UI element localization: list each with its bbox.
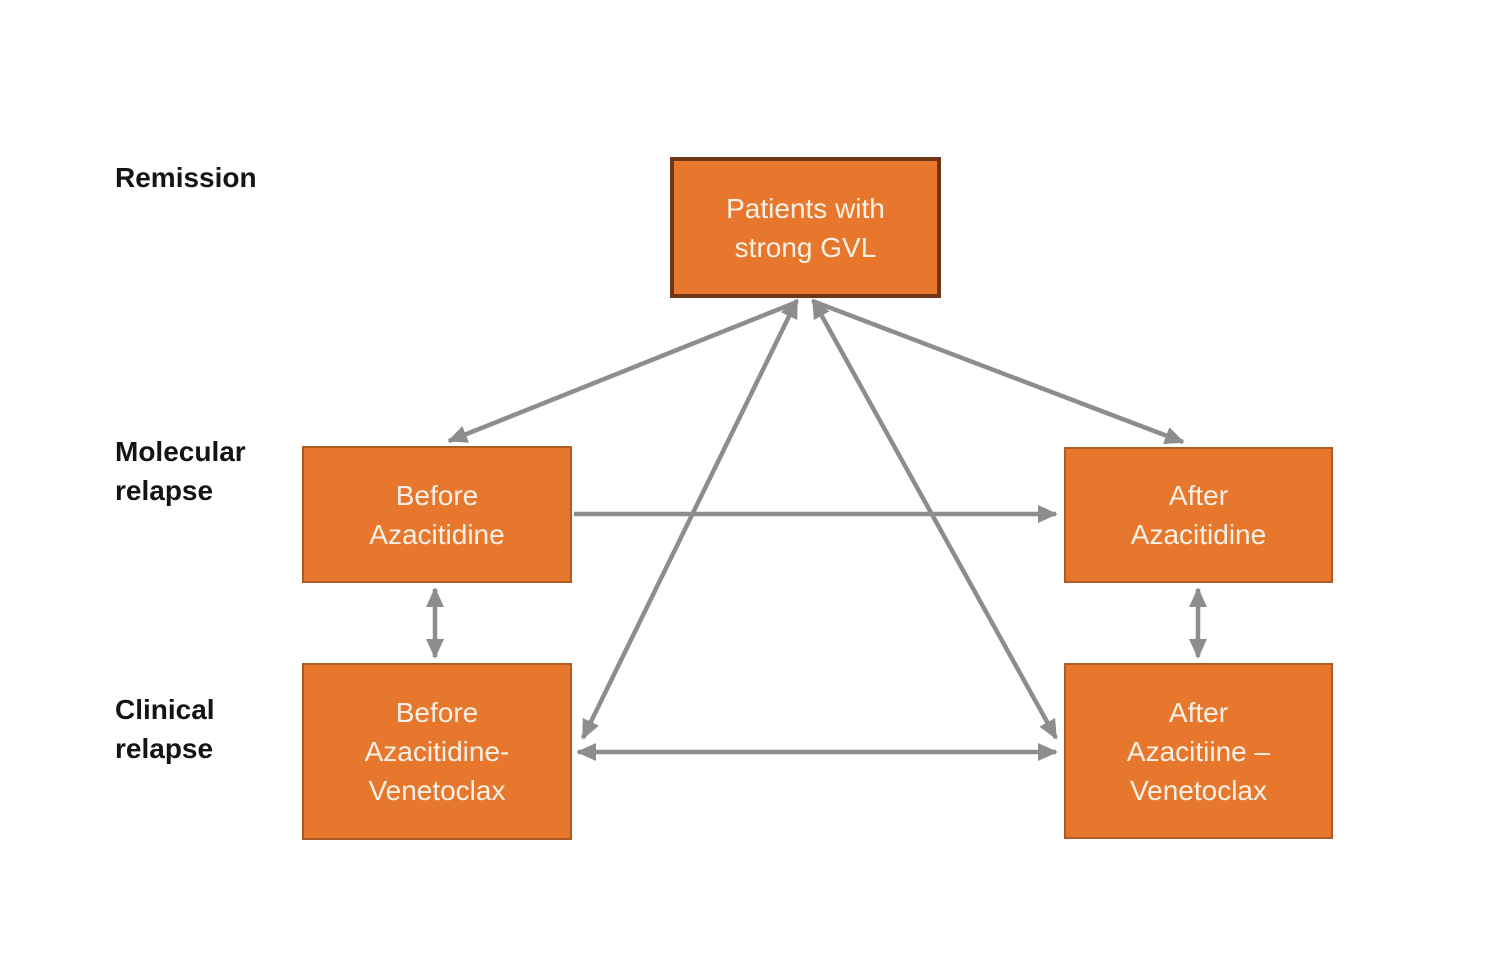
edge-gvl-after-aza-ven	[811, 298, 1058, 740]
edge-gvl-to-before-aza	[447, 299, 798, 444]
edge-gvl-before-aza-ven	[580, 298, 800, 740]
node-after-azacitidine: After Azacitidine	[1064, 447, 1333, 583]
node-before-azacitidine: Before Azacitidine	[302, 446, 572, 583]
node-after-azacitiine-venetoclax: After Azacitiine – Venetoclax	[1064, 663, 1333, 839]
edge-gvl-to-after-aza	[814, 299, 1185, 445]
node-label: Patients with strong GVL	[726, 192, 885, 263]
row-label-remission: Remission	[115, 162, 257, 193]
row-label-molecular-relapse: Molecular relapse	[115, 436, 246, 506]
node-label: Before Azacitidine	[369, 479, 505, 550]
node-before-azacitidine-venetoclax: Before Azacitidine- Venetoclax	[302, 663, 572, 840]
node-label: After Azacitidine	[1130, 480, 1267, 550]
row-label-clinical-relapse: Clinical relapse	[115, 694, 215, 764]
node-patients-strong-gvl: Patients with strong GVL	[670, 157, 941, 298]
node-label: Before Azacitidine- Venetoclax	[364, 697, 510, 806]
node-label: After Azacitiine – Venetoclax	[1126, 696, 1271, 806]
